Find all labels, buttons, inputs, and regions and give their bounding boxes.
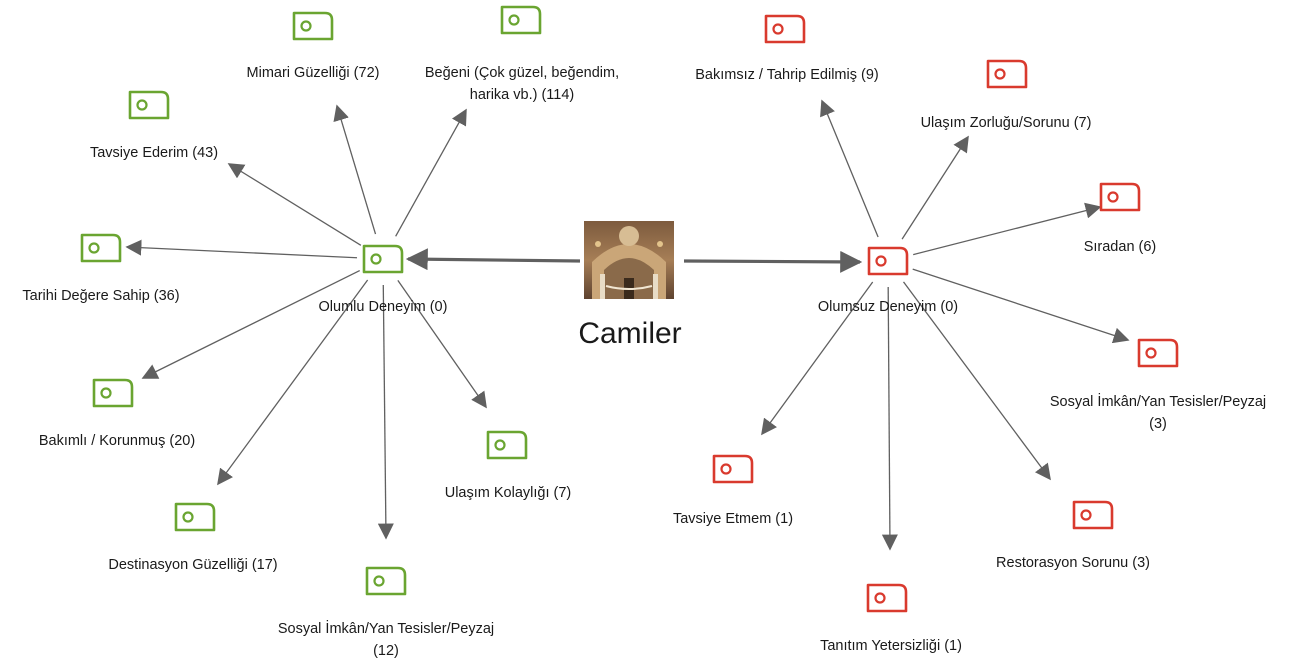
negative-hub-icon[interactable] — [867, 246, 909, 276]
negative-edge-5 — [881, 286, 898, 551]
positive-code-label2-0: harika vb.) (114) — [470, 87, 575, 103]
positive-code-icon-3[interactable] — [80, 233, 122, 263]
negative-code-icon-5[interactable] — [866, 583, 908, 613]
negative-edge-1 — [901, 135, 969, 240]
positive-code-icon-4[interactable] — [92, 378, 134, 408]
negative-code-label-3: Sosyal İmkân/Yan Tesisler/Peyzaj — [1050, 392, 1266, 410]
negative-edge-0 — [820, 99, 879, 238]
positive-code-icon-5[interactable] — [174, 502, 216, 532]
positive-hub-label: Olumlu Deneyim (0) — [319, 299, 448, 315]
edge-center-to-negative — [683, 250, 863, 273]
negative-edge-4 — [902, 281, 1051, 481]
negative-code-icon-1[interactable] — [986, 59, 1028, 89]
positive-code-label-3: Tarihi Değere Sahip (36) — [22, 288, 179, 304]
mosque-photo[interactable] — [584, 221, 674, 299]
negative-code-label-0: Bakımsız / Tahrip Edilmiş (9) — [695, 67, 878, 83]
positive-code-icon-1[interactable] — [292, 11, 334, 41]
positive-code-label-6: Sosyal İmkân/Yan Tesisler/Peyzaj — [278, 619, 494, 637]
positive-code-label2-6: (12) — [373, 643, 399, 659]
center-label: Camiler — [578, 317, 681, 350]
edge-center-to-positive — [405, 248, 581, 271]
negative-code-icon-3[interactable] — [1137, 338, 1179, 368]
positive-code-label-4: Bakımlı / Korunmuş (20) — [39, 433, 195, 449]
negative-code-label-1: Ulaşım Zorluğu/Sorunu (7) — [921, 115, 1092, 131]
positive-edge-5 — [217, 279, 369, 486]
positive-hub-icon[interactable] — [362, 244, 404, 274]
positive-edge-4 — [141, 269, 360, 379]
positive-edge-2 — [227, 163, 362, 246]
positive-edge-6 — [377, 284, 394, 540]
positive-code-label-7: Ulaşım Kolaylığı (7) — [445, 485, 572, 501]
negative-code-icon-0[interactable] — [764, 14, 806, 44]
negative-hub-label: Olumsuz Deneyim (0) — [818, 299, 958, 315]
negative-edge-6 — [761, 281, 874, 436]
positive-edge-0 — [395, 108, 467, 237]
positive-code-label-2: Tavsiye Ederim (43) — [90, 145, 218, 161]
negative-code-icon-4[interactable] — [1072, 500, 1114, 530]
negative-code-label-6: Tavsiye Etmem (1) — [673, 511, 793, 527]
positive-edge-1 — [333, 104, 377, 235]
negative-code-label-2: Sıradan (6) — [1084, 239, 1157, 255]
positive-code-icon-2[interactable] — [128, 90, 170, 120]
negative-code-label-4: Restorasyon Sorunu (3) — [996, 555, 1150, 571]
negative-edge-2 — [913, 202, 1102, 256]
negative-code-label2-3: (3) — [1149, 416, 1167, 432]
negative-code-label-5: Tanıtım Yetersizliği (1) — [820, 638, 962, 654]
positive-edge-7 — [397, 279, 487, 409]
positive-edge-3 — [125, 239, 358, 259]
positive-code-label-5: Destinasyon Güzelliği (17) — [108, 557, 277, 573]
positive-code-icon-0[interactable] — [500, 5, 542, 35]
positive-code-label-0: Beğeni (Çok güzel, beğendim, — [425, 65, 619, 81]
negative-edge-3 — [912, 268, 1130, 344]
positive-code-label-1: Mimari Güzelliği (72) — [247, 65, 380, 81]
positive-code-icon-6[interactable] — [365, 566, 407, 596]
positive-code-icon-7[interactable] — [486, 430, 528, 460]
negative-code-icon-6[interactable] — [712, 454, 754, 484]
negative-code-icon-2[interactable] — [1099, 182, 1141, 212]
